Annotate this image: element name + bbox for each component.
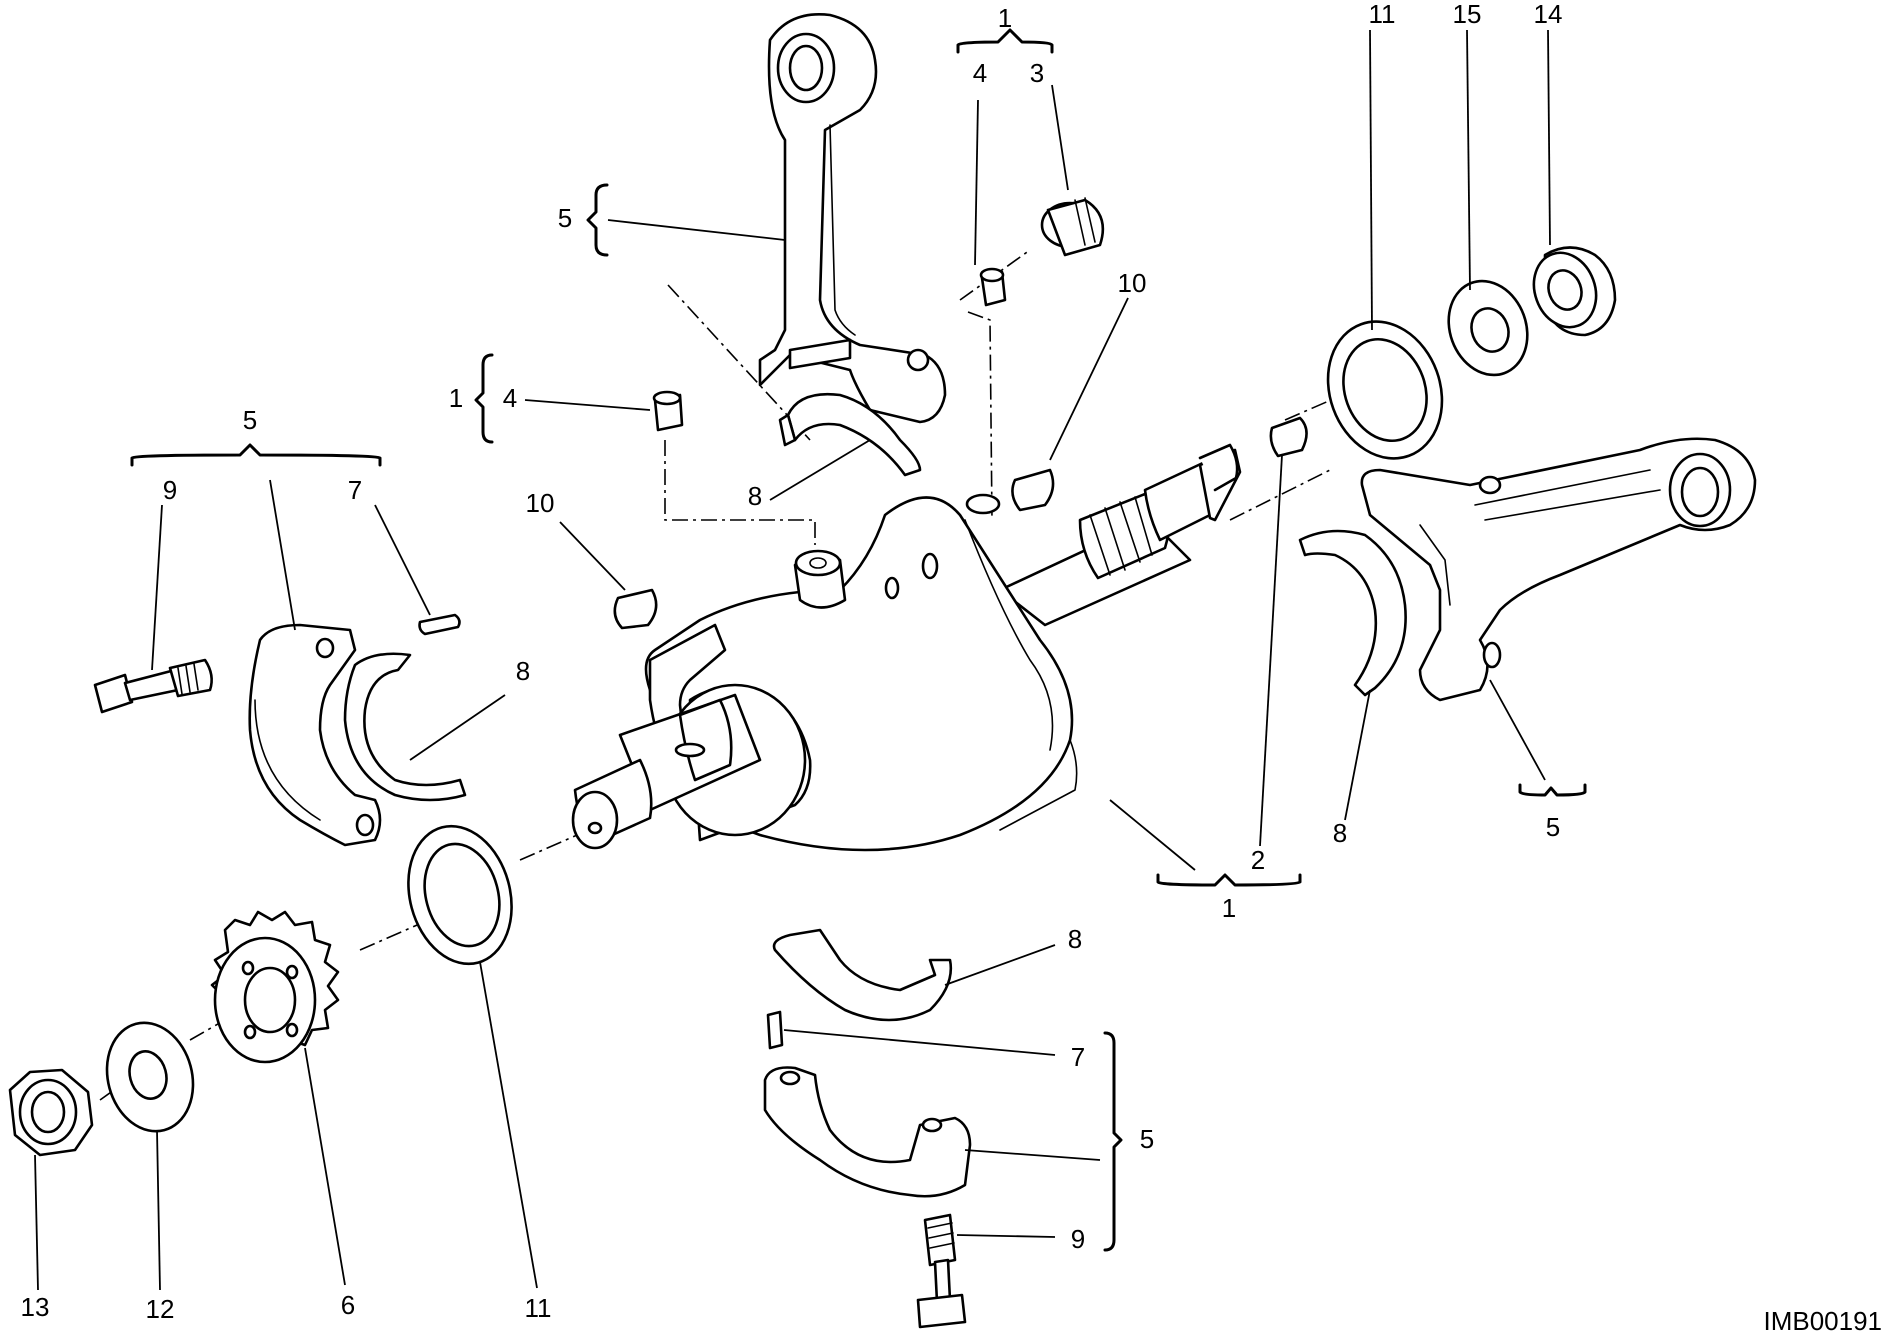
callout-7-bottom: 7 <box>1071 1042 1085 1072</box>
crankshaft <box>571 443 1242 852</box>
callout-14: 14 <box>1534 0 1563 29</box>
leader-lines <box>34 29 1551 1291</box>
callout-6: 6 <box>341 1290 355 1320</box>
callout-5-right: 5 <box>1546 812 1560 842</box>
woodruff-key-10-right <box>1011 468 1055 512</box>
callout-10-upper: 10 <box>1118 268 1147 298</box>
callout-3-top: 3 <box>1030 58 1044 88</box>
nut-13 <box>8 1068 94 1157</box>
callout-7-left: 7 <box>348 475 362 505</box>
dowel-pin-left <box>418 613 461 636</box>
grub-screw-4-left <box>652 390 684 432</box>
callout-12: 12 <box>146 1294 175 1324</box>
bearing-shell-bottom <box>772 928 953 1022</box>
bolt-left <box>93 658 213 714</box>
callout-4-left: 4 <box>503 383 517 413</box>
plug-3 <box>1040 197 1105 257</box>
callout-5-left: 5 <box>243 405 257 435</box>
braces <box>130 28 1587 1252</box>
nut-14 <box>1532 246 1617 337</box>
callout-1-right: 1 <box>1222 893 1236 923</box>
callout-15: 15 <box>1453 0 1482 29</box>
callout-9-left: 9 <box>163 475 177 505</box>
bearing-shell-upper <box>778 392 922 477</box>
callout-8-left: 8 <box>516 656 530 686</box>
bolt-bottom <box>916 1213 967 1329</box>
grub-screw-4-top <box>979 267 1007 307</box>
callout-8-mid-top: 8 <box>748 481 762 511</box>
callout-4-top: 4 <box>973 58 987 88</box>
callout-9-bottom: 9 <box>1071 1224 1085 1254</box>
plug-2 <box>1269 416 1308 458</box>
callout-11-top-right: 11 <box>1369 0 1396 29</box>
callout-10-left: 10 <box>526 488 555 518</box>
callout-5-bottom: 5 <box>1140 1124 1154 1154</box>
connecting-rod-upper <box>758 13 947 424</box>
lock-washer-12 <box>105 1021 195 1133</box>
thrust-washer-11-right <box>1326 320 1444 460</box>
bearing-shell-left <box>343 652 467 802</box>
callout-8-right: 8 <box>1333 818 1347 848</box>
rod-cap-left <box>248 623 382 847</box>
bearing-shell-right <box>1298 529 1407 697</box>
callout-5-upper: 5 <box>558 203 572 233</box>
callout-1-top: 1 <box>998 3 1012 33</box>
woodruff-key-10-left <box>613 588 658 630</box>
connecting-rod-right <box>1360 437 1757 702</box>
image-code: IMB00191 <box>1763 1306 1882 1336</box>
gear-6 <box>210 910 340 1064</box>
callout-2: 2 <box>1251 845 1265 875</box>
callout-8-bottom: 8 <box>1068 924 1082 954</box>
thrust-washer-11-left <box>407 824 513 966</box>
dowel-pin-bottom <box>766 1010 784 1050</box>
callout-labels: 1 4 3 11 15 14 5 10 1 4 5 9 7 8 10 8 2 1… <box>21 0 1563 1324</box>
callout-13: 13 <box>21 1292 50 1322</box>
callout-11-bottom-left: 11 <box>525 1293 552 1323</box>
washer-15 <box>1447 279 1529 377</box>
callout-1-left: 1 <box>449 383 463 413</box>
rod-cap-bottom <box>763 1066 972 1198</box>
